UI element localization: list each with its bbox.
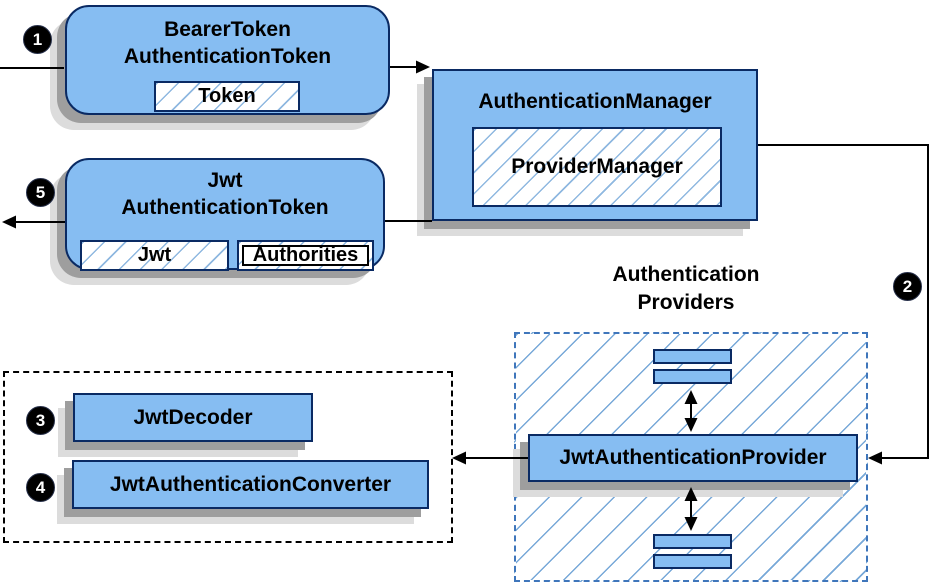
jwt-authentication-converter-label: JwtAuthenticationConverter [109,472,392,496]
bearer-token-authentication-token-box: BearerToken AuthenticationToken Token [65,5,390,115]
provider-stack-bar-3 [653,534,732,549]
jwt-token-box-title: Jwt AuthenticationToken [67,160,383,221]
jwt-authentication-provider-box: JwtAuthenticationProvider [528,434,858,482]
provider-manager-label: ProviderManager [511,155,683,178]
authentication-manager-title: AuthenticationManager [478,90,712,113]
authorities-field-label: Authorities [252,244,359,266]
jwt-token-title-line-2: AuthenticationToken [121,196,329,219]
jwt-authentication-provider-label: JwtAuthenticationProvider [559,446,827,469]
step-5-number: 5 [35,182,46,202]
step-2-badge: 2 [893,272,922,301]
step-5-badge: 5 [26,178,55,207]
jwt-field-label: Jwt [137,244,172,266]
provider-stack-bar-1 [653,349,732,364]
jwt-authentication-converter-box: JwtAuthenticationConverter [72,460,429,509]
jwt-decoder-label: JwtDecoder [133,405,253,429]
provider-stack-bar-4 [653,554,732,569]
bearer-token-title-line-2: AuthenticationToken [123,45,332,68]
jwt-authentication-token-box: Jwt AuthenticationToken Jwt Authorities [65,158,385,271]
authentication-providers-caption: Authentication Providers [586,261,786,317]
step-4-badge: 4 [26,473,55,502]
token-field: Token [154,81,300,112]
arrowhead-into-manager [416,60,430,74]
provider-manager-field: ProviderManager [472,127,722,207]
step-4-number: 4 [35,477,46,497]
provider-stack-bar-2 [653,369,732,384]
authentication-manager-box: AuthenticationManager ProviderManager [432,69,758,221]
authorities-field: Authorities [237,240,374,271]
step-3-badge: 3 [26,406,55,435]
arrowhead-into-decoder-zone [452,451,466,465]
arrowhead-outgoing-left [2,215,16,229]
step-1-badge: 1 [23,25,52,54]
token-field-label: Token [198,85,256,107]
jwt-field: Jwt [80,240,229,271]
arrowhead-into-provider [868,451,882,465]
authorities-chip: Authorities [242,244,369,266]
jwt-token-title-line-1: Jwt [207,169,243,192]
jwt-decoder-box: JwtDecoder [73,393,313,442]
step-1-number: 1 [32,29,43,49]
step-2-number: 2 [902,276,913,296]
bearer-token-title-line-1: BearerToken [164,18,291,41]
caption-line-1: Authentication [612,263,760,286]
step-3-number: 3 [35,410,46,430]
bearer-token-box-title: BearerToken AuthenticationToken [67,7,388,70]
caption-line-2: Providers [637,291,735,314]
